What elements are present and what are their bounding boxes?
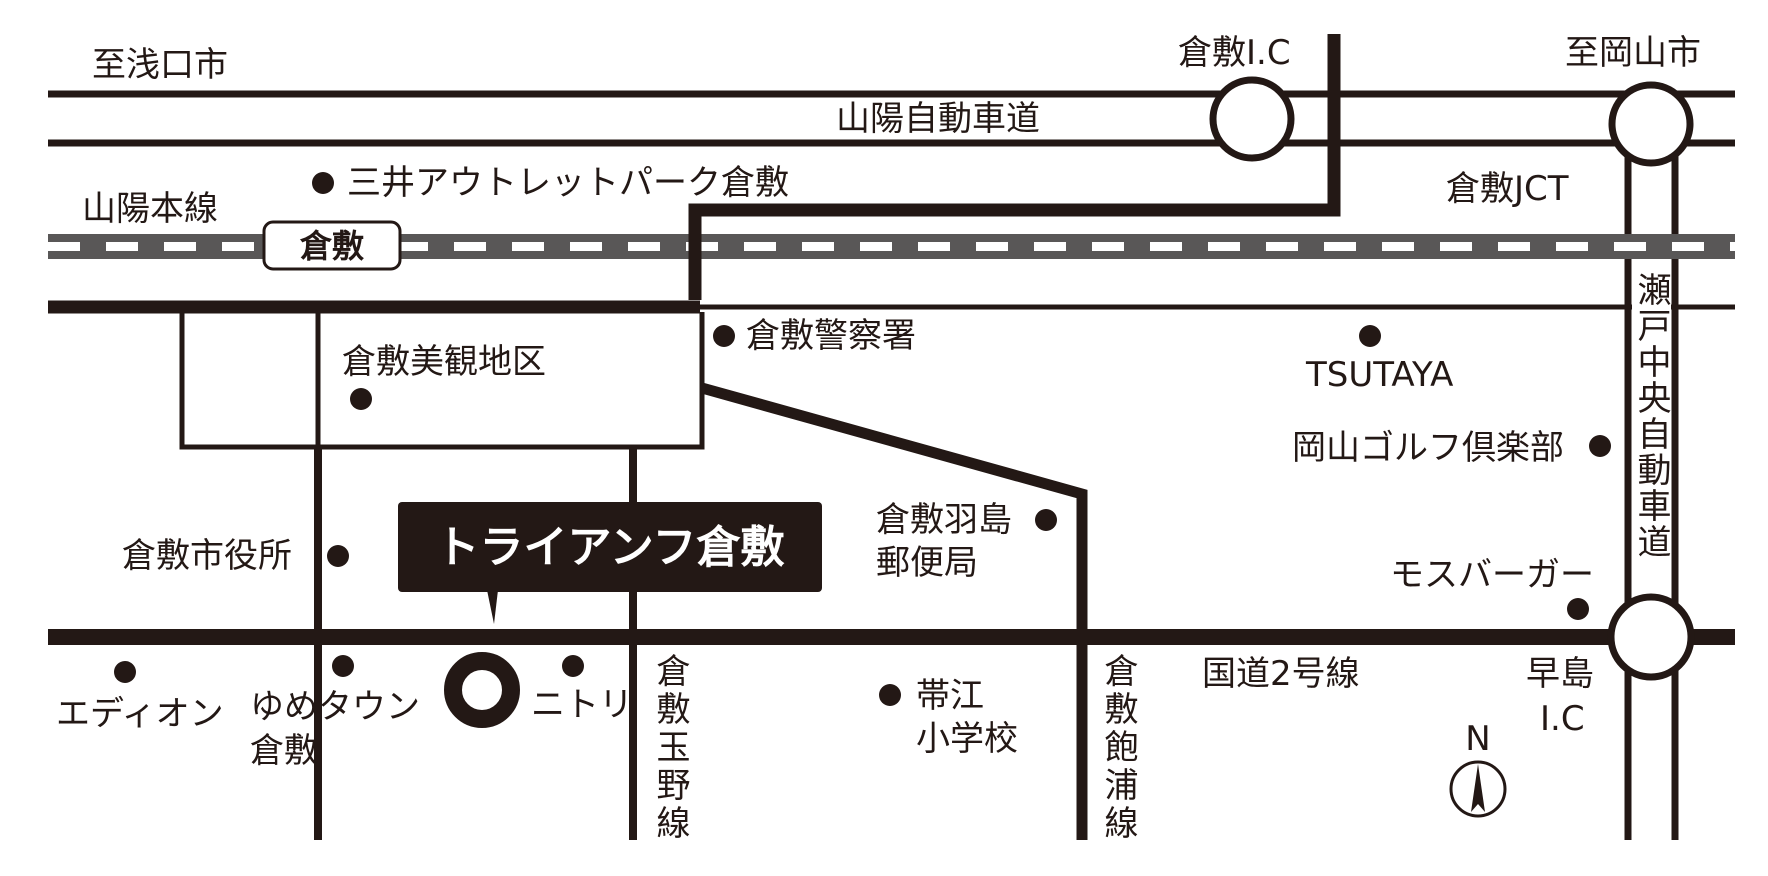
compass: N (1449, 719, 1507, 818)
road-diagonal (700, 382, 1088, 840)
obie-school-label-2: 小学校 (916, 719, 1018, 759)
direction-asaguchi: 至浅口市 (92, 45, 228, 85)
edion-label: エディオン (56, 694, 224, 734)
kurashiki-ic-label: 倉敷I.C (1178, 33, 1291, 73)
route-2-label: 国道2号線 (1202, 654, 1360, 694)
station-label: 倉敷 (299, 227, 364, 265)
destination-name: トライアンフ倉敷 (436, 522, 785, 573)
north-arrow-icon (1471, 764, 1485, 812)
city-hall-label: 倉敷市役所 (122, 536, 292, 576)
kurashiki-jct-circle (1608, 81, 1694, 167)
kurashiki-jct-label: 倉敷JCT (1446, 169, 1569, 209)
post-office-label-1: 倉敷羽島 (876, 500, 1012, 540)
nitori-label: ニトリ (531, 685, 633, 725)
golf-label: 岡山ゴルフ倶楽部 (1292, 428, 1564, 468)
post-office-label-2: 郵便局 (876, 543, 978, 583)
police-dot (713, 325, 735, 347)
post-office-dot (1035, 509, 1057, 531)
mos-burger-label: モスバーガー (1390, 555, 1594, 595)
youme-town-dot (332, 655, 354, 677)
obie-school-label-1: 帯江 (916, 676, 984, 716)
kurashiki-station: 倉敷 (262, 220, 402, 271)
kurashiki-ic-circle (1209, 76, 1295, 162)
nitori-dot (562, 655, 584, 677)
road-kurashiki-ic-connector (688, 34, 1341, 300)
bikan-label: 倉敷美観地区 (342, 342, 546, 382)
ajiura-line-label: 倉敷飽浦線 (1098, 653, 1138, 843)
mitsui-outlet-label: 三井アウトレットパーク倉敷 (347, 163, 789, 203)
youme-town-label-1: ゆめタウン (250, 687, 420, 727)
mitsui-outlet-dot (312, 172, 334, 194)
bikan-district-box (179, 312, 705, 450)
destination-marker (444, 652, 520, 728)
sanyo-expressway-label: 山陽自動車道 (836, 99, 1040, 139)
golf-dot (1589, 435, 1611, 457)
railway-label: 山陽本線 (82, 189, 218, 229)
tsutaya-dot (1359, 325, 1381, 347)
sanyo-expressway (48, 90, 1735, 147)
hayashima-ic-label-2: I.C (1540, 699, 1585, 739)
edion-dot (114, 661, 136, 683)
tsutaya-label: TSUTAYA (1305, 355, 1453, 395)
hayashima-ic-circle (1607, 593, 1695, 681)
hayashima-ic-label-1: 早島 (1526, 654, 1594, 694)
tamano-line-label: 倉敷玉野線 (650, 653, 690, 843)
police-label: 倉敷警察署 (746, 316, 916, 356)
direction-okayama: 至岡山市 (1565, 33, 1701, 73)
city-hall-dot (327, 545, 349, 567)
destination-callout: トライアンフ倉敷 (398, 502, 822, 624)
bikan-dot (350, 388, 372, 410)
youme-town-label-2: 倉敷 (250, 731, 318, 771)
obie-school-dot (879, 684, 901, 706)
compass-north-label: N (1465, 719, 1490, 759)
mos-burger-dot (1567, 598, 1589, 620)
seto-chuo-expressway-label: 瀬戸中央自動車道 (1631, 272, 1671, 560)
